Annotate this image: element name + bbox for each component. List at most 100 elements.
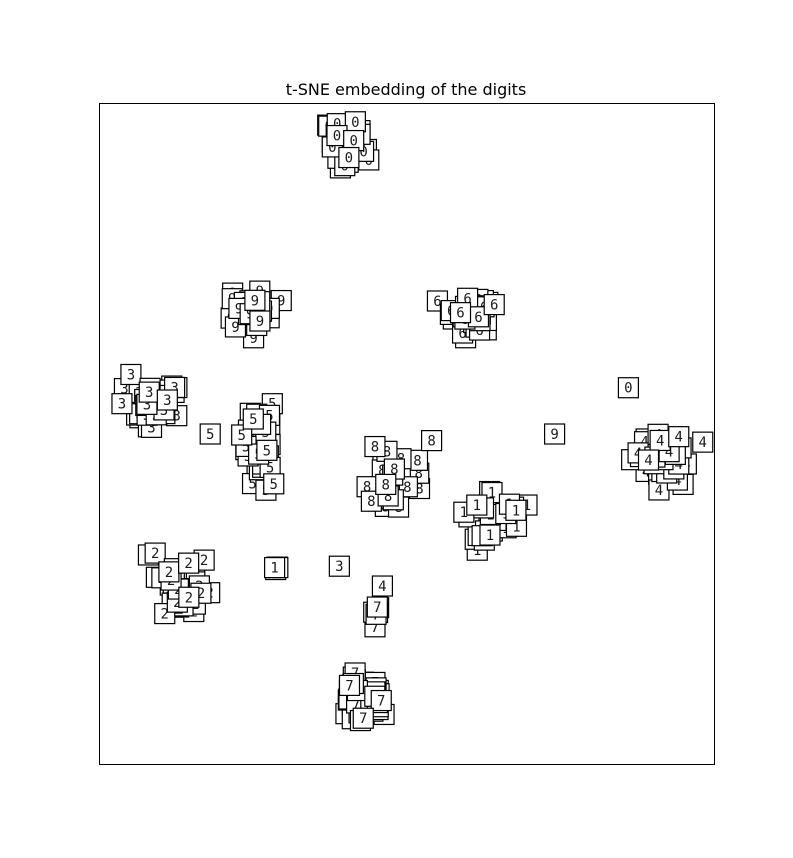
digit-thumbnail-label: 3 <box>335 559 343 575</box>
digit-thumbnail-label: 9 <box>251 293 259 309</box>
digit-thumbnail-label: 6 <box>456 306 464 322</box>
digit-thumbnail-label: 1 <box>473 498 481 514</box>
digit-thumbnail-label: 5 <box>263 443 271 459</box>
digit-thumbnail-label: 4 <box>699 435 707 451</box>
digit-thumbnail-label: 4 <box>644 453 652 469</box>
digit-thumbnail-label: 5 <box>237 428 245 444</box>
digit-thumbnail: 7 <box>370 689 392 712</box>
digit-thumbnail: 7 <box>338 674 361 697</box>
digit-thumbnail-frame <box>543 423 566 445</box>
digit-thumbnail-label: 8 <box>415 466 423 482</box>
digit-thumbnail-frame <box>178 586 200 608</box>
digit-thumbnail-label: 0 <box>359 144 367 160</box>
digit-thumbnail-frame <box>338 674 361 697</box>
digit-thumbnail: 9 <box>249 310 271 332</box>
digit-thumbnail: 8 <box>364 435 386 458</box>
digit-thumbnail: 4 <box>668 426 690 448</box>
digit-thumbnail-label: 8 <box>371 440 379 456</box>
digit-thumbnail-label: 0 <box>349 134 357 150</box>
digit-thumbnail: 2 <box>144 542 166 564</box>
chart-title: t-SNE embedding of the digits <box>286 80 527 99</box>
digit-thumbnail: 8 <box>375 473 397 496</box>
digit-thumbnail-label: 0 <box>333 117 341 133</box>
digit-thumbnail: 2 <box>158 561 180 583</box>
digit-thumbnail-label: 1 <box>460 505 468 521</box>
digit-thumbnail: 2 <box>178 586 200 608</box>
digit-thumbnail-label: 6 <box>458 326 466 342</box>
digit-thumbnail: 5 <box>263 473 285 495</box>
digit-thumbnail-label: 2 <box>161 607 169 623</box>
digit-thumbnail-label: 1 <box>512 503 520 519</box>
digit-thumbnail-label: 3 <box>147 420 155 436</box>
digit-thumbnail-frame <box>370 689 392 712</box>
digit-thumbnail-frame <box>120 363 142 386</box>
digit-thumbnail-label: 4 <box>675 430 683 446</box>
digit-thumbnail-label: 6 <box>463 291 471 307</box>
digit-thumbnail: 8 <box>421 430 443 452</box>
digit-thumbnail: 6 <box>483 293 505 316</box>
digit-thumbnail-label: 4 <box>675 457 683 473</box>
digit-thumbnail-frame <box>352 707 374 729</box>
digit-thumbnail-label: 6 <box>433 294 441 310</box>
digit-thumbnail-frame <box>479 524 501 546</box>
digit-thumbnail-label: 4 <box>673 473 681 489</box>
digit-thumbnail-label: 0 <box>345 151 353 167</box>
digit-thumbnail-label: 3 <box>118 397 126 413</box>
digit-thumbnail-label: 5 <box>270 477 278 493</box>
digit-thumbnail-label: 5 <box>248 477 256 493</box>
digit-thumbnail: 7 <box>366 596 388 618</box>
digit-thumbnail-frame <box>449 302 472 324</box>
digit-thumbnail-label: 2 <box>197 586 205 602</box>
scatter-marks: 0000000000000000000000000000000000666666… <box>111 111 714 732</box>
digit-thumbnail-label: 9 <box>550 427 558 443</box>
digit-thumbnail-frame <box>256 439 278 461</box>
digit-thumbnail-label: 3 <box>127 367 135 383</box>
digit-thumbnail: 1 <box>505 499 527 521</box>
digit-thumbnail-label: 5 <box>249 412 257 428</box>
digit-thumbnail-label: 3 <box>173 409 181 425</box>
digit-thumbnail-frame <box>637 449 660 471</box>
digit-thumbnail-label: 8 <box>383 444 391 460</box>
digit-thumbnail-label: 8 <box>403 480 411 496</box>
digit-thumbnail-label: 8 <box>367 494 375 510</box>
digit-thumbnail-label: 0 <box>351 115 359 131</box>
digit-thumbnail-frame <box>371 575 393 597</box>
digit-thumbnail-label: 9 <box>249 331 257 347</box>
digit-thumbnail: 6 <box>449 302 472 324</box>
digit-thumbnail-label: 3 <box>160 403 168 419</box>
digit-thumbnail-label: 2 <box>151 546 159 562</box>
digit-thumbnail-label: 2 <box>200 553 208 569</box>
digit-thumbnail-label: 3 <box>145 385 153 401</box>
digit-thumbnail-label: 0 <box>624 381 632 397</box>
digit-thumbnail-label: 4 <box>665 445 673 461</box>
digit-thumbnail-label: 1 <box>473 543 481 559</box>
digit-thumbnail-frame <box>328 555 350 577</box>
digit-thumbnail: 3 <box>120 363 142 386</box>
digit-thumbnail-frame <box>264 556 286 579</box>
digit-thumbnail: 0 <box>617 377 640 399</box>
digit-thumbnail-label: 8 <box>382 477 390 493</box>
digit-thumbnail: 3 <box>328 555 350 577</box>
digit-thumbnail-label: 7 <box>373 600 381 616</box>
digit-thumbnail-label: 2 <box>184 556 192 572</box>
digit-thumbnail: 5 <box>231 424 253 446</box>
digit-thumbnail: 5 <box>242 408 264 430</box>
digit-thumbnail-label: 8 <box>415 482 423 498</box>
digit-thumbnail: 3 <box>111 393 133 415</box>
digit-thumbnail-label: 7 <box>345 678 353 694</box>
digit-thumbnail-label: 1 <box>512 519 520 535</box>
digit-thumbnail-frame <box>338 146 360 169</box>
digit-thumbnail: 9 <box>543 423 566 445</box>
digit-thumbnail: 4 <box>692 431 714 453</box>
digit-thumbnail: 0 <box>344 111 366 133</box>
digit-thumbnail-label: 4 <box>656 433 664 449</box>
digit-thumbnail-label: 5 <box>242 439 250 455</box>
digit-thumbnail-label: 4 <box>655 483 663 499</box>
digit-thumbnail-label: 2 <box>173 595 181 611</box>
digit-thumbnail-frame <box>199 423 221 445</box>
digit-thumbnail-frame <box>466 494 488 516</box>
digit-thumbnail-frame <box>156 389 178 411</box>
digit-thumbnail-frame <box>263 473 285 495</box>
digit-thumbnail-label: 8 <box>390 462 398 478</box>
